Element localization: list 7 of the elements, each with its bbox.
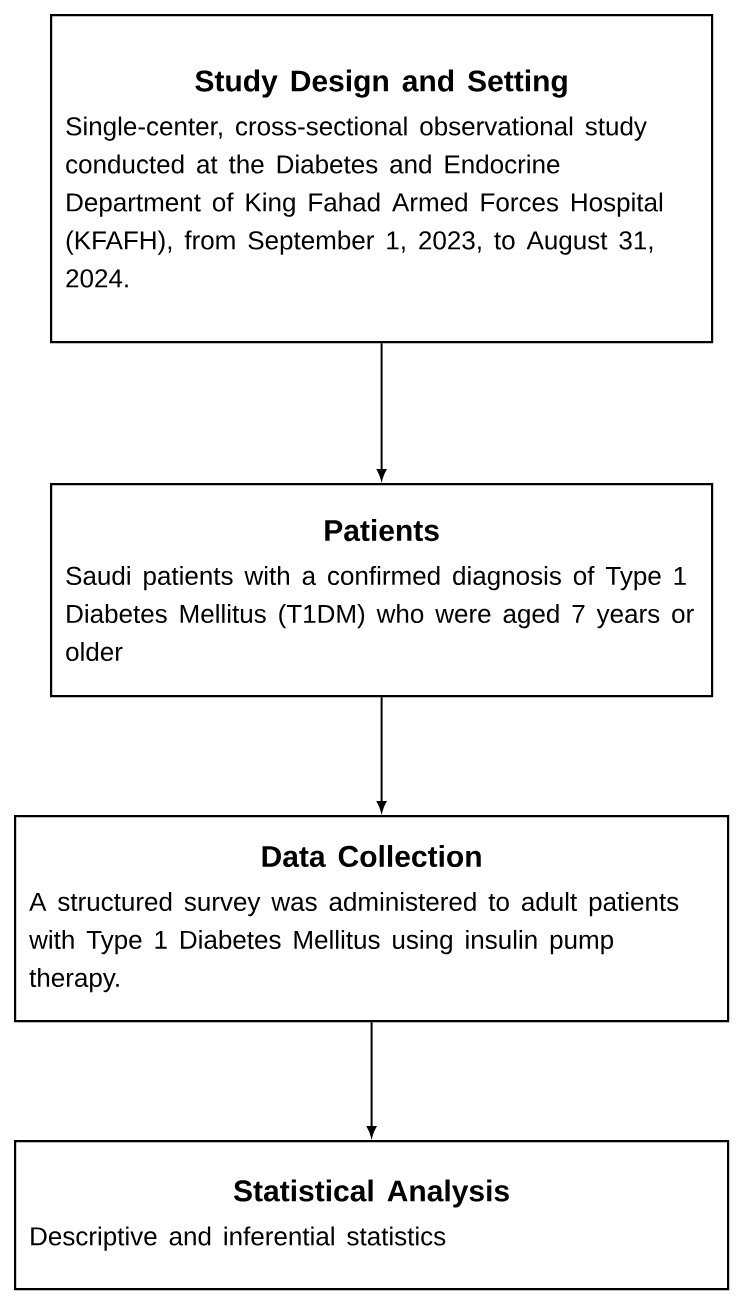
process-box: Study Design and Setting Single-center, cross-sectional observational study conducted at the Diabetes and Endocrine Department of King Fahad Armed Forces Hospital (KFAFH), from September 1, 2023, to August 31, 2024. [50, 14, 714, 344]
arrow [376, 696, 387, 813]
arrow [376, 342, 387, 481]
process-box: Data Collection A structured survey was administered to adult patients with Type 1 Diabetes Mellitus using insulin pump therapy. [14, 815, 730, 1023]
process-box: Statistical Analysis Descriptive and inferential statistics [14, 1140, 730, 1291]
arrow [366, 1021, 377, 1138]
process-box: Patients Saudi patients with a confirmed diagnosis of Type 1 Diabetes Mellitus (T1DM) who were aged 7 years or older [50, 483, 714, 698]
